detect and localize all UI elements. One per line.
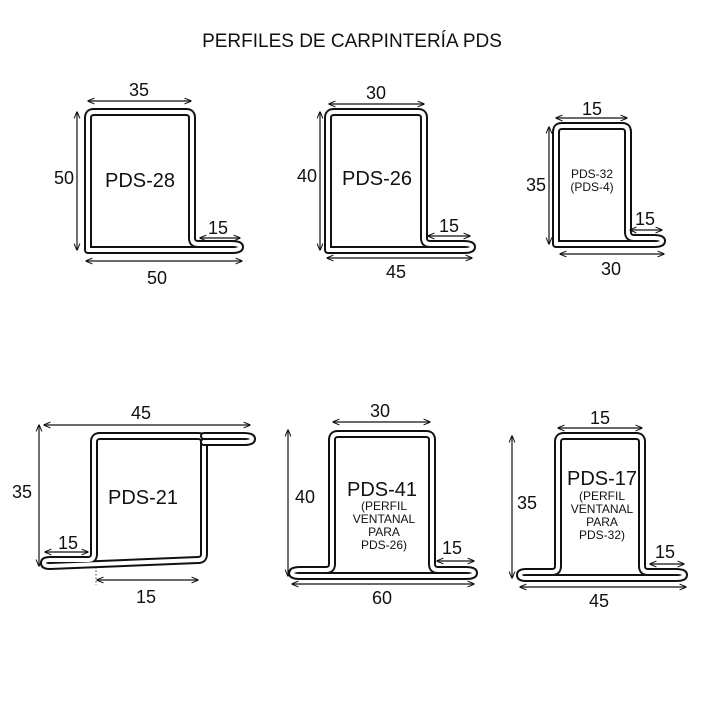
dim-top: 15 — [590, 408, 610, 428]
profile-note-line: VENTANAL — [571, 502, 634, 516]
profile-note-line: PARA — [586, 515, 618, 529]
profile-pds-21: 45 35 15 15 PDS-21 — [12, 403, 256, 607]
dim-top: 35 — [129, 80, 149, 100]
dim-top: 30 — [366, 83, 386, 103]
profile-pds-17: 15 35 15 45 PDS-17 (PERFIL VENTANAL PARA… — [512, 408, 688, 611]
profile-note-line: VENTANAL — [353, 512, 416, 526]
dim-top: 45 — [131, 403, 151, 423]
dim-bottom: 30 — [601, 259, 621, 279]
dim-height: 35 — [12, 482, 32, 502]
diagram-title: PERFILES DE CARPINTERÍA PDS — [202, 31, 502, 52]
profile-pds-41: 30 40 15 60 PDS-41 (PERFIL VENTANAL PARA… — [288, 401, 478, 608]
profile-label: PDS-26 — [342, 168, 412, 190]
dim-flange: 15 — [439, 216, 459, 236]
profile-label: PDS-28 — [105, 170, 175, 192]
dim-bottom: 60 — [372, 588, 392, 608]
profile-note-line: PDS-32) — [579, 528, 625, 542]
dim-top: 30 — [370, 401, 390, 421]
profile-pds-26: 30 40 15 45 PDS-26 — [297, 83, 476, 282]
dim-flange: 15 — [635, 209, 655, 229]
profile-label: PDS-41 — [347, 479, 417, 501]
profile-pds-28: 35 50 15 50 PDS-28 — [54, 80, 244, 288]
dim-bottom: 50 — [147, 268, 167, 288]
dim-flange: 15 — [655, 542, 675, 562]
dim-height: 40 — [295, 487, 315, 507]
profile-note-line: PDS-26) — [361, 538, 407, 552]
dim-flange: 15 — [208, 218, 228, 238]
dim-flange: 15 — [58, 533, 78, 553]
dim-top: 15 — [582, 99, 602, 119]
dim-bottom: 15 — [136, 587, 156, 607]
profile-pds-32: 15 35 15 30 PDS-32 (PDS-4) — [526, 99, 666, 279]
dim-height: 35 — [526, 175, 546, 195]
profile-note-line: PARA — [368, 525, 400, 539]
profile-label: PDS-21 — [108, 487, 178, 509]
dim-flange: 15 — [442, 538, 462, 558]
dim-height: 50 — [54, 168, 74, 188]
profile-label: PDS-17 — [567, 468, 637, 490]
dim-height: 40 — [297, 166, 317, 186]
profile-note-line: (PERFIL — [361, 499, 407, 513]
dim-bottom: 45 — [589, 591, 609, 611]
profile-label: PDS-32 — [571, 167, 613, 181]
profile-alt-label: (PDS-4) — [570, 180, 613, 194]
profile-note-line: (PERFIL — [579, 489, 625, 503]
dim-bottom: 45 — [386, 262, 406, 282]
dim-height: 35 — [517, 493, 537, 513]
